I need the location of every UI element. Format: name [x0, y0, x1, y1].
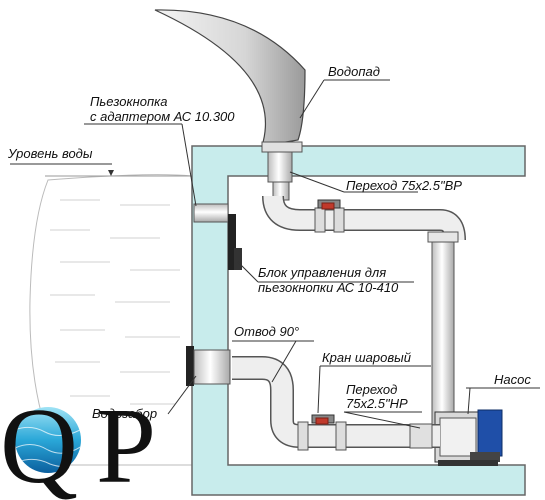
- label-adapter-bottom-1: Переход: [346, 382, 397, 397]
- waterfall-blade: [154, 9, 306, 147]
- logo-letter-p: P: [96, 387, 156, 500]
- label-water-level: Уровень воды: [7, 146, 93, 161]
- upper-pipe: [262, 195, 466, 241]
- control-unit: [228, 214, 242, 270]
- label-piezo-1: Пьезокнопка: [90, 94, 168, 109]
- label-piezo-2: с адаптером АС 10.300: [90, 109, 235, 124]
- top-adapter: [267, 151, 293, 183]
- upper-ball-valve: [317, 199, 341, 210]
- label-elbow: Отвод 90°: [234, 324, 299, 339]
- lower-ball-valve: [311, 414, 335, 425]
- label-control-2: пьезокнопки АС 10-410: [258, 280, 399, 295]
- lower-pipe: [232, 356, 440, 451]
- pump: [434, 409, 503, 466]
- label-adapter-bottom-2: 75х2.5"НР: [346, 396, 408, 411]
- qp-logo: Q P: [0, 387, 156, 500]
- piezo-button: [193, 203, 229, 223]
- label-intake: Водозабор: [92, 406, 157, 421]
- label-pump: Насос: [494, 372, 531, 387]
- label-ball-valve: Кран шаровый: [322, 350, 411, 365]
- leader-lines: [10, 79, 540, 429]
- pool-water: [29, 174, 193, 466]
- label-adapter-top: Переход 75х2.5"ВР: [346, 178, 462, 193]
- water-level-marker: [108, 170, 114, 176]
- water-intake: [186, 346, 231, 386]
- logo-letter-q: Q: [0, 387, 78, 500]
- pool-wall: [191, 145, 526, 496]
- label-waterfall: Водопад: [328, 64, 380, 79]
- vertical-pipe: [431, 231, 455, 443]
- label-control-1: Блок управления для: [258, 265, 386, 280]
- waterfall-mount: [261, 141, 303, 153]
